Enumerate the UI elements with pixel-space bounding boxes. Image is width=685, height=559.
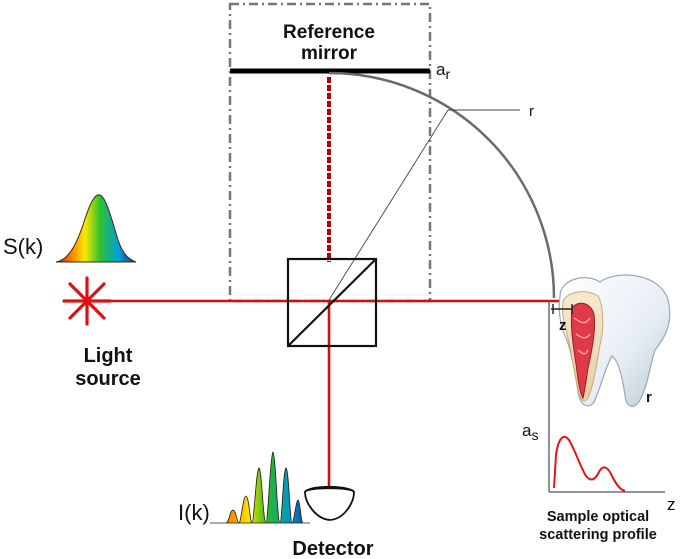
- source-spectrum-label: S(k): [3, 234, 43, 259]
- profile-caption: scattering profile: [539, 527, 657, 543]
- depth-marker: [551, 304, 573, 314]
- depth-z-label: z: [559, 317, 567, 334]
- interference-spectrum-icon: [210, 451, 310, 524]
- light-source-label: Light: [84, 345, 133, 367]
- detector-icon: [304, 487, 355, 521]
- a-s-label: as: [522, 421, 538, 443]
- r-tooth-label: r: [646, 389, 652, 406]
- reference-mirror-label: mirror: [301, 43, 358, 64]
- radius-arc: [328, 71, 556, 299]
- interference-spectrum-label: I(k): [178, 500, 210, 525]
- scattering-profile-curve: [553, 435, 626, 492]
- light-source-icon: [62, 276, 112, 326]
- radius-line: [328, 109, 449, 301]
- a-r-label: ar: [436, 60, 450, 82]
- detector-label: Detector: [292, 538, 373, 559]
- tooth-icon: [558, 274, 671, 407]
- detector-icon: [304, 485, 355, 493]
- light-source-label: source: [75, 368, 141, 390]
- profile-caption: Sample optical: [547, 509, 649, 525]
- reference-mirror-label: Reference: [283, 22, 375, 43]
- source-spectrum-icon: [55, 194, 137, 263]
- z-axis-label: z: [667, 495, 676, 514]
- r-label: r: [529, 103, 534, 120]
- beam-splitter-icon: [286, 257, 378, 348]
